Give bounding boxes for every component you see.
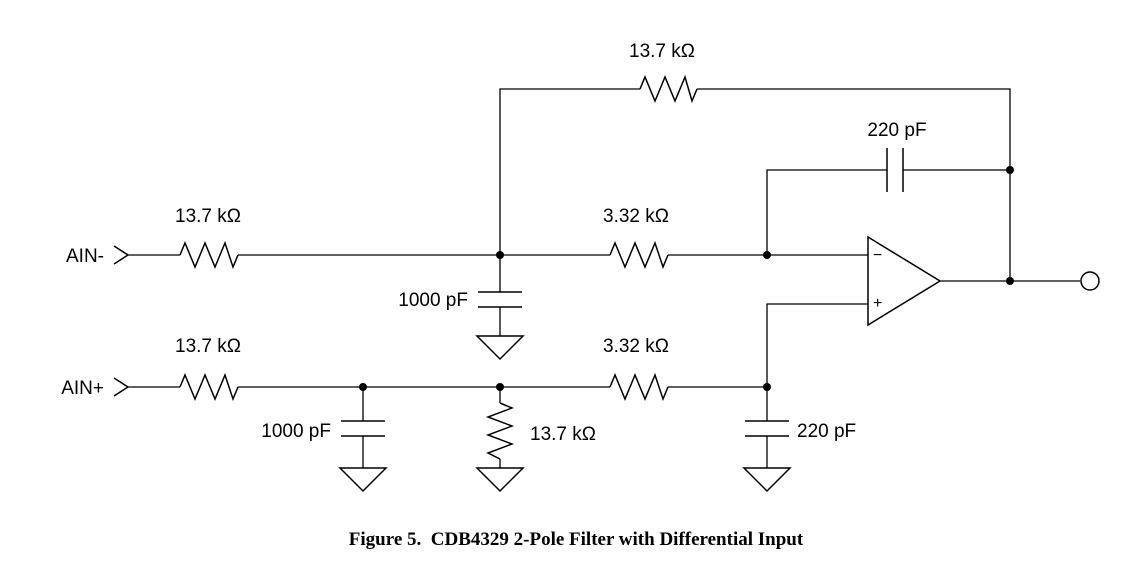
ain-minus-label: AIN- (66, 246, 104, 267)
resistor-feedback (639, 74, 698, 104)
capacitor-feedback (886, 148, 904, 192)
capacitor-shunt-negative (478, 291, 522, 308)
opamp (867, 235, 942, 327)
resistor-series-negative (609, 240, 669, 270)
ground-symbol (338, 467, 388, 493)
ain-minus-terminal (113, 245, 130, 265)
ground-symbol (475, 467, 525, 493)
resistor-shunt-positive (485, 402, 515, 460)
label-c-shunt-negative: 1000 pF (398, 290, 468, 311)
capacitor-shunt-positive (341, 420, 385, 437)
capacitor-positive-ground (745, 420, 789, 437)
label-r-feedback: 13.7 kΩ (629, 41, 695, 62)
ground-symbol (475, 335, 525, 361)
label-c-feedback: 220 pF (867, 120, 926, 141)
ain-plus-label: AIN+ (61, 378, 104, 399)
ain-plus-terminal (113, 377, 130, 397)
label-r-input-negative: 13.7 kΩ (175, 206, 241, 227)
junctions (359, 166, 1014, 391)
figure-caption: Figure 5. CDB4329 2-Pole Filter with Dif… (349, 529, 804, 550)
opamp-minus-sign: − (873, 247, 882, 264)
ground-symbol (742, 467, 792, 493)
resistor-input-positive (179, 372, 239, 402)
label-r-series-positive: 3.32 kΩ (603, 336, 669, 357)
wires (128, 88, 1080, 468)
output-terminal (1080, 271, 1100, 291)
label-r-input-positive: 13.7 kΩ (175, 336, 241, 357)
resistor-series-positive (609, 372, 669, 402)
label-r-series-negative: 3.32 kΩ (603, 206, 669, 227)
label-r-shunt-positive: 13.7 kΩ (530, 424, 596, 445)
label-c-shunt-positive: 1000 pF (261, 421, 331, 442)
resistor-input-negative (179, 240, 239, 270)
label-c-positive-ground: 220 pF (797, 421, 856, 442)
opamp-plus-sign: + (873, 295, 882, 312)
